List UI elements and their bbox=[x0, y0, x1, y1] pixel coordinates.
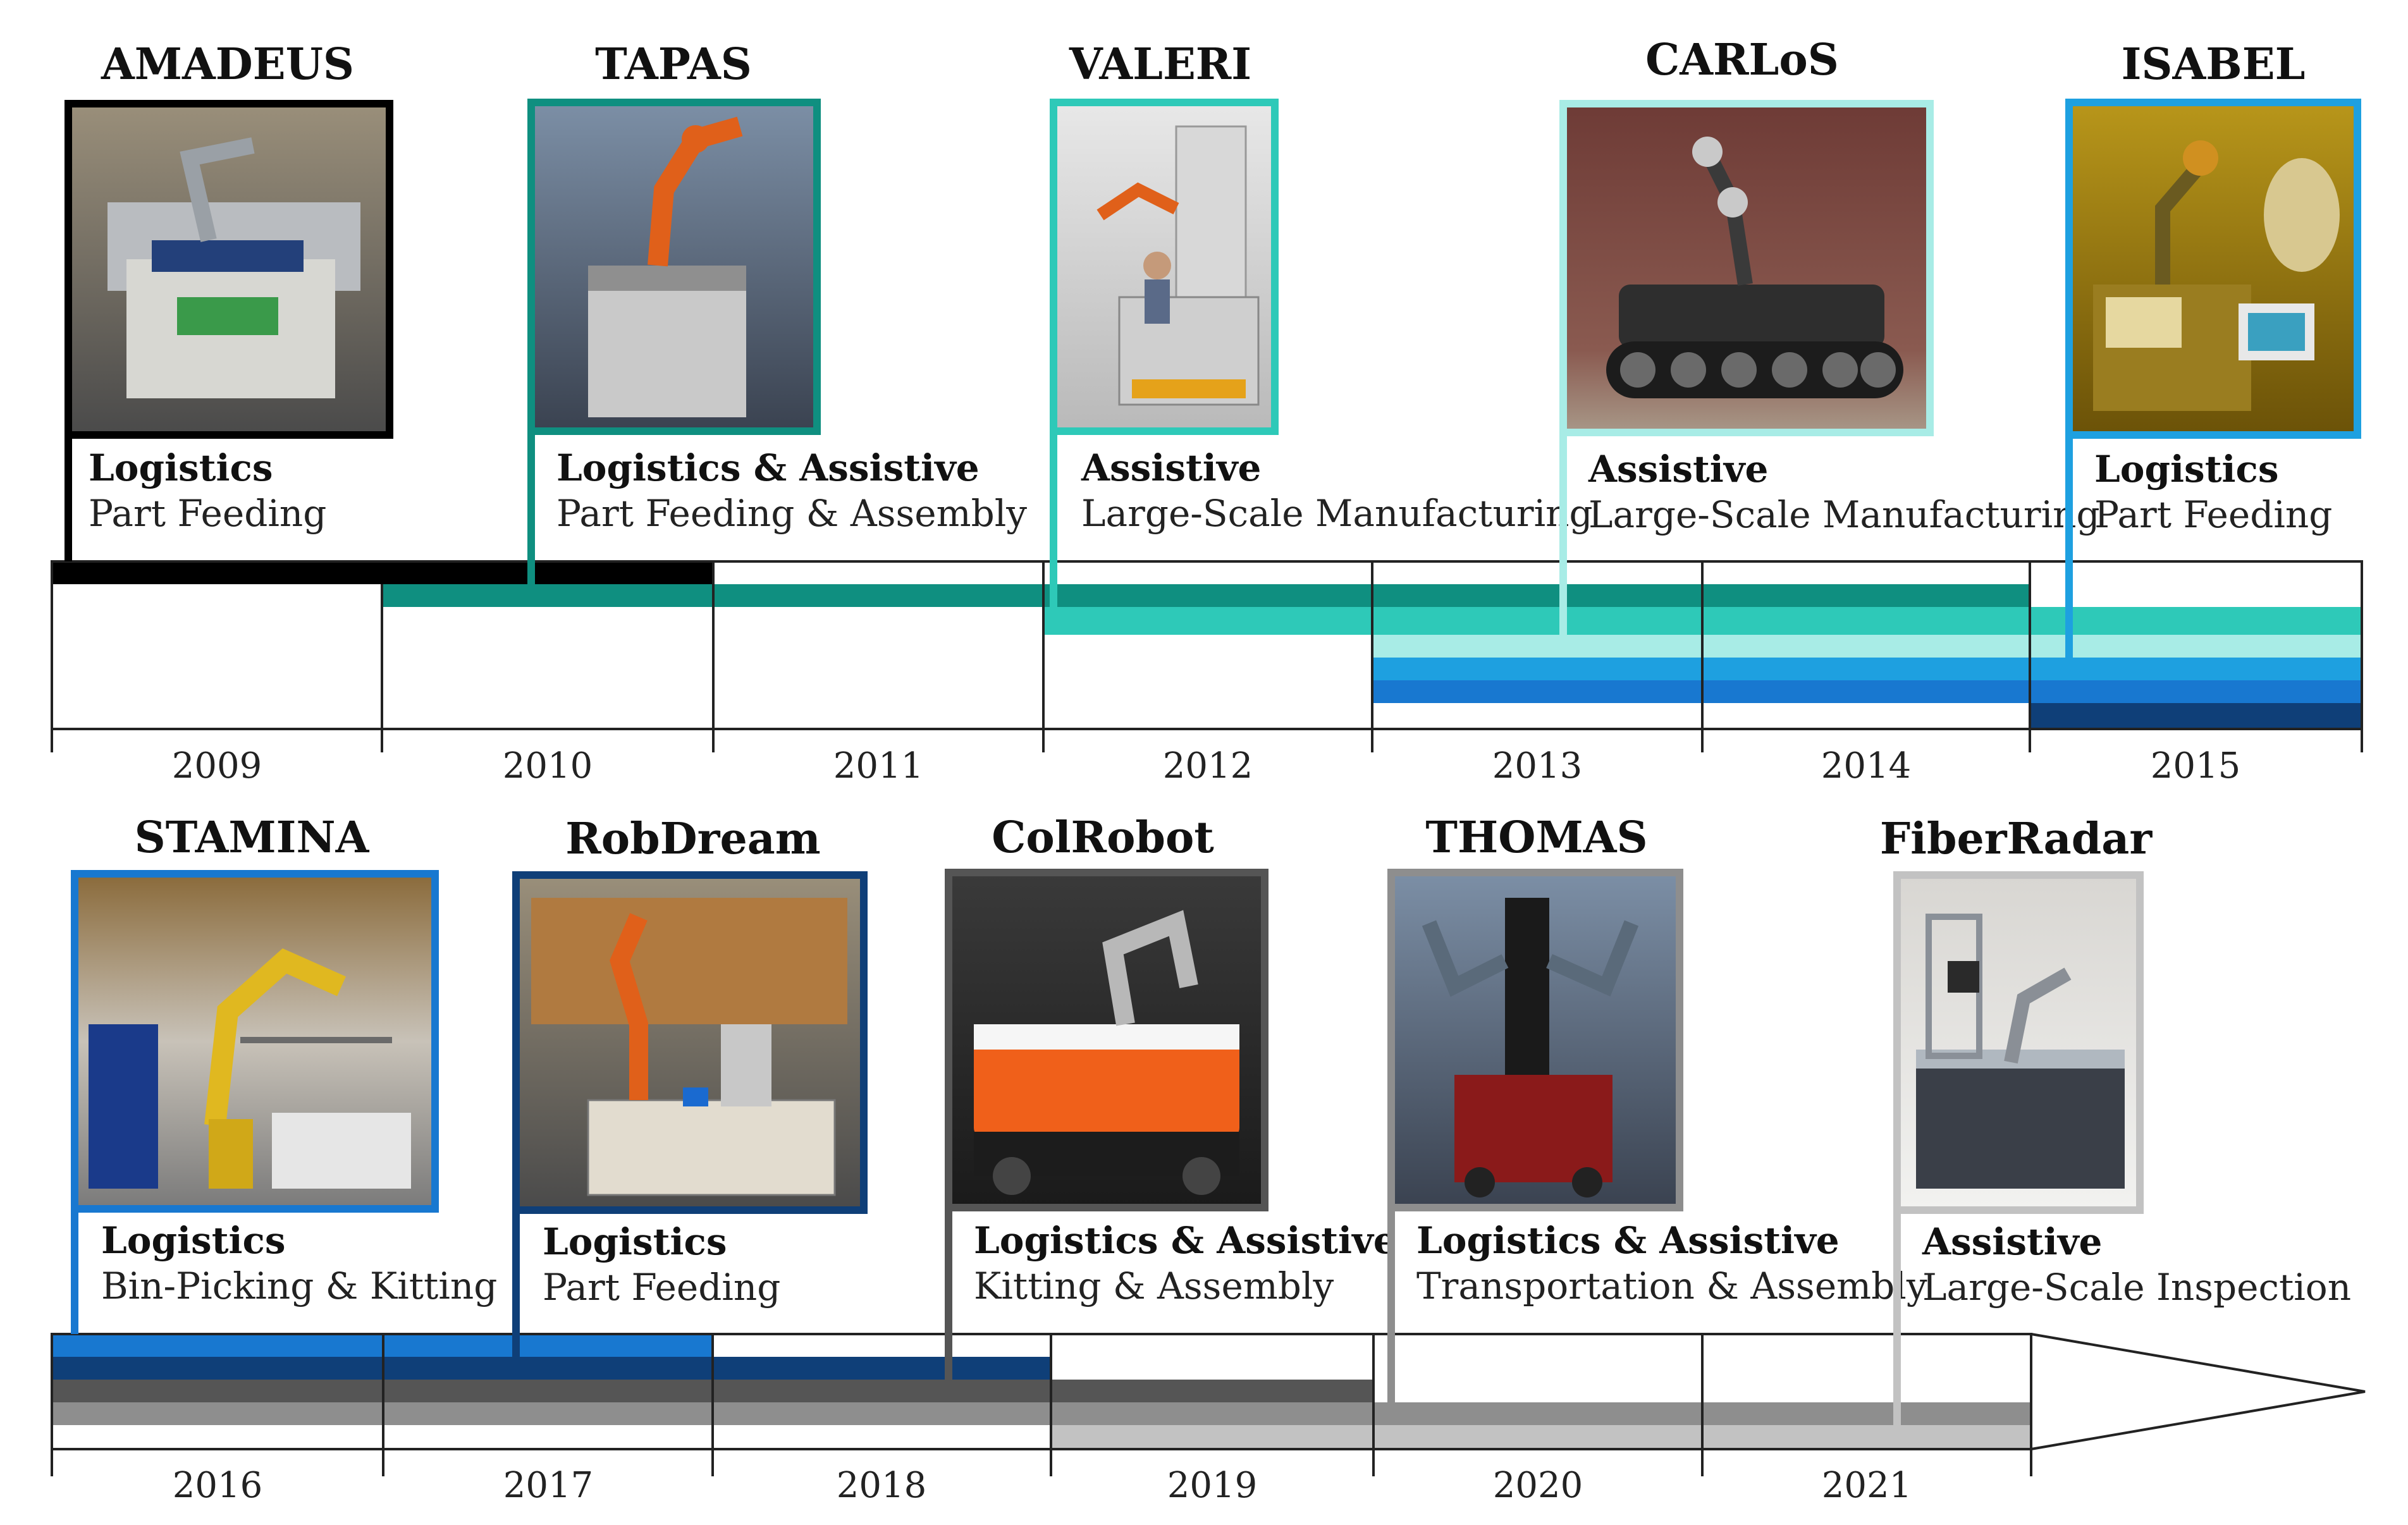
project-application: Part Feeding bbox=[2094, 493, 2332, 536]
project-category: Assistive bbox=[1588, 448, 1768, 491]
project-title: RobDream bbox=[565, 814, 820, 864]
project-application: Large-Scale Manufacturing bbox=[1588, 493, 2100, 536]
project-title: AMADEUS bbox=[101, 39, 354, 90]
bar-fiberradar bbox=[1051, 1425, 2031, 1449]
robot-illustration bbox=[588, 116, 746, 417]
year-label: 2016 bbox=[173, 1465, 263, 1506]
project-application: Bin-Picking & Kitting bbox=[101, 1265, 497, 1308]
project-stamina: STAMINA Logistics Bin-Picking & Kitting bbox=[71, 812, 497, 1334]
year-label: 2010 bbox=[503, 745, 593, 787]
project-category: Logistics & Assistive bbox=[1416, 1219, 1840, 1262]
bar-thomas bbox=[52, 1402, 2031, 1425]
year-label: 2015 bbox=[2151, 745, 2241, 787]
row2-bars bbox=[52, 1334, 2031, 1449]
bar-robdream bbox=[52, 1357, 1051, 1380]
project-title: FiberRadar bbox=[1880, 814, 2153, 864]
project-robdream: RobDream Logistics Part Feeding bbox=[512, 814, 868, 1357]
project-application: Large-Scale Inspection bbox=[1922, 1266, 2351, 1309]
project-application: Large-Scale Manufacturing bbox=[1081, 492, 1593, 535]
project-category: Logistics bbox=[543, 1220, 727, 1263]
project-category: Assistive bbox=[1922, 1220, 2102, 1263]
project-title: CARLoS bbox=[1645, 35, 1839, 85]
robot-illustration bbox=[1916, 914, 2125, 1189]
robot-illustration bbox=[531, 898, 847, 1196]
project-application: Part Feeding bbox=[543, 1266, 780, 1309]
project-title: ColRobot bbox=[992, 812, 1214, 863]
project-category: Logistics bbox=[2094, 448, 2279, 491]
bar-amadeus bbox=[52, 561, 713, 584]
robot-illustration bbox=[2093, 140, 2340, 411]
project-category: Logistics & Assistive bbox=[556, 446, 980, 489]
bar-isabel bbox=[1372, 658, 2362, 680]
row1-bars bbox=[52, 561, 2362, 730]
project-application: Part Feeding & Assembly bbox=[556, 492, 1027, 535]
project-application: Part Feeding bbox=[89, 492, 326, 535]
robot-illustration bbox=[974, 910, 1239, 1195]
row2-year-labels: 2016 2017 2018 2019 2020 2021 bbox=[173, 1465, 1912, 1506]
project-carlos: CARLoS Assistive Large-Scale Manufacturi… bbox=[1559, 35, 2100, 635]
project-title: THOMAS bbox=[1425, 812, 1647, 863]
project-isabel: ISABEL Logistics Part Feeding bbox=[2065, 39, 2361, 658]
project-thomas: THOMAS Logistics & Assistive Transportat… bbox=[1387, 812, 1927, 1402]
project-valeria: VALERI A Assistive Large-Scale Manufactu… bbox=[1050, 39, 1593, 607]
project-title: TAPAS bbox=[595, 39, 752, 90]
bar-robdream-early bbox=[2030, 703, 2362, 730]
project-category: Logistics bbox=[89, 446, 273, 489]
year-label: 2013 bbox=[1492, 745, 1583, 787]
year-label: 2011 bbox=[833, 745, 924, 787]
robot-illustration bbox=[1096, 125, 1260, 406]
project-application: Kitting & Assembly bbox=[974, 1265, 1334, 1308]
project-fiberradar: FiberRadar Assistive Large-Scale Inspect… bbox=[1880, 814, 2351, 1425]
row1-axis bbox=[51, 560, 2363, 752]
year-label: 2012 bbox=[1163, 745, 1253, 787]
robot-illustration bbox=[1606, 137, 1903, 398]
project-category: Assistive bbox=[1081, 446, 1261, 489]
bar-stamina-early bbox=[1372, 680, 2362, 703]
robot-illustration bbox=[89, 948, 411, 1189]
robot-illustration bbox=[108, 137, 360, 398]
year-label: 2020 bbox=[1493, 1465, 1583, 1506]
year-label: 2021 bbox=[1822, 1465, 1912, 1506]
project-amadeus: AMADEUS Logistics Part Feeding bbox=[64, 39, 393, 561]
row1-year-labels: 2009 2010 2011 2012 2013 2014 2015 bbox=[172, 745, 2241, 787]
project-title: ISABEL bbox=[2122, 39, 2306, 90]
project-category: Logistics & Assistive bbox=[974, 1219, 1397, 1262]
bar-carlos bbox=[1372, 635, 2362, 658]
year-label: 2014 bbox=[1821, 745, 1912, 787]
row2-axis bbox=[51, 1333, 2366, 1476]
year-label: 2019 bbox=[1167, 1465, 1258, 1506]
year-label: 2017 bbox=[503, 1465, 594, 1506]
year-label: 2009 bbox=[172, 745, 262, 787]
robot-illustration bbox=[1422, 898, 1639, 1197]
project-category: Logistics bbox=[101, 1219, 286, 1262]
project-colrobot: ColRobot Logistics & Assistive Kitting &… bbox=[945, 812, 1397, 1380]
project-title: VALERI bbox=[1069, 39, 1251, 90]
year-label: 2018 bbox=[837, 1465, 927, 1506]
project-title: STAMINA bbox=[135, 812, 370, 863]
project-tapas: TAPAS Logistics & Assistive Part Feeding… bbox=[527, 39, 1027, 584]
project-application: Transportation & Assembly bbox=[1416, 1265, 1927, 1308]
